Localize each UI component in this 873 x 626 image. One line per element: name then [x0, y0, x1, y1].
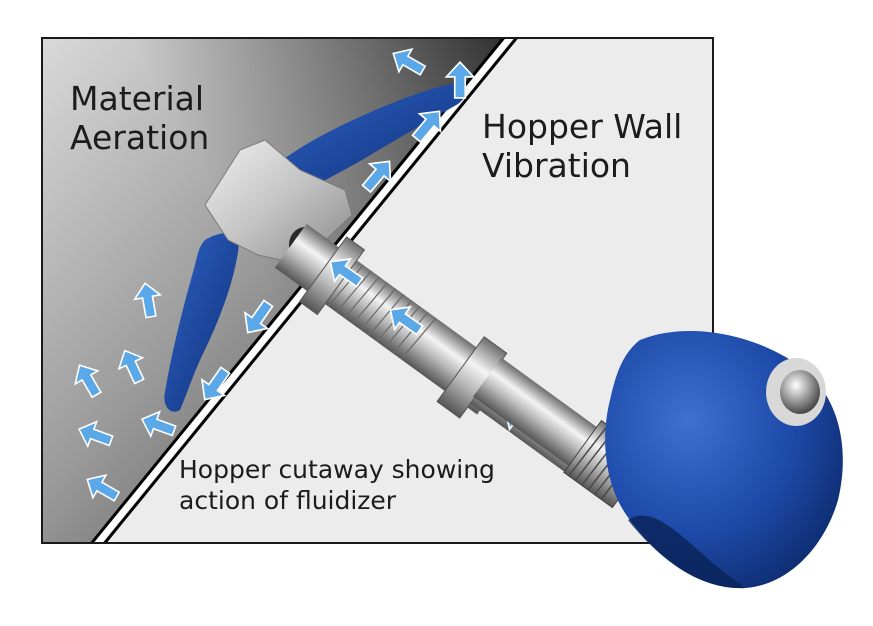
cone-cap-button [780, 370, 820, 414]
hopper-cutaway-caption: Hopper cutaway showing action of fluidiz… [179, 455, 495, 516]
material-aeration-label: Material Aeration [70, 79, 210, 158]
rubber-boot-upper [267, 83, 466, 197]
hopper-wall-vibration-label: Hopper Wall Vibration [482, 107, 683, 186]
material-aeration-line-2: Aeration [70, 117, 210, 157]
fluidizer-external [473, 331, 843, 589]
caption-line-2: action of fluidizer [179, 485, 397, 515]
material-aeration-line-1: Material [70, 79, 205, 118]
material-shadow [42, 38, 513, 543]
rubber-cone-rim [628, 515, 745, 589]
inner-nut [298, 236, 366, 316]
hopper-wall-vibration-line-2: Vibration [482, 145, 631, 185]
frame-border [41, 37, 714, 544]
rubber-boot-lower [164, 233, 239, 412]
caption-line-1: Hopper cutaway showing [179, 455, 495, 484]
hopper-wall-gap [93, 38, 514, 543]
hopper-wall-vibration-line-1: Hopper Wall [482, 107, 683, 146]
external-pipe [473, 357, 599, 468]
